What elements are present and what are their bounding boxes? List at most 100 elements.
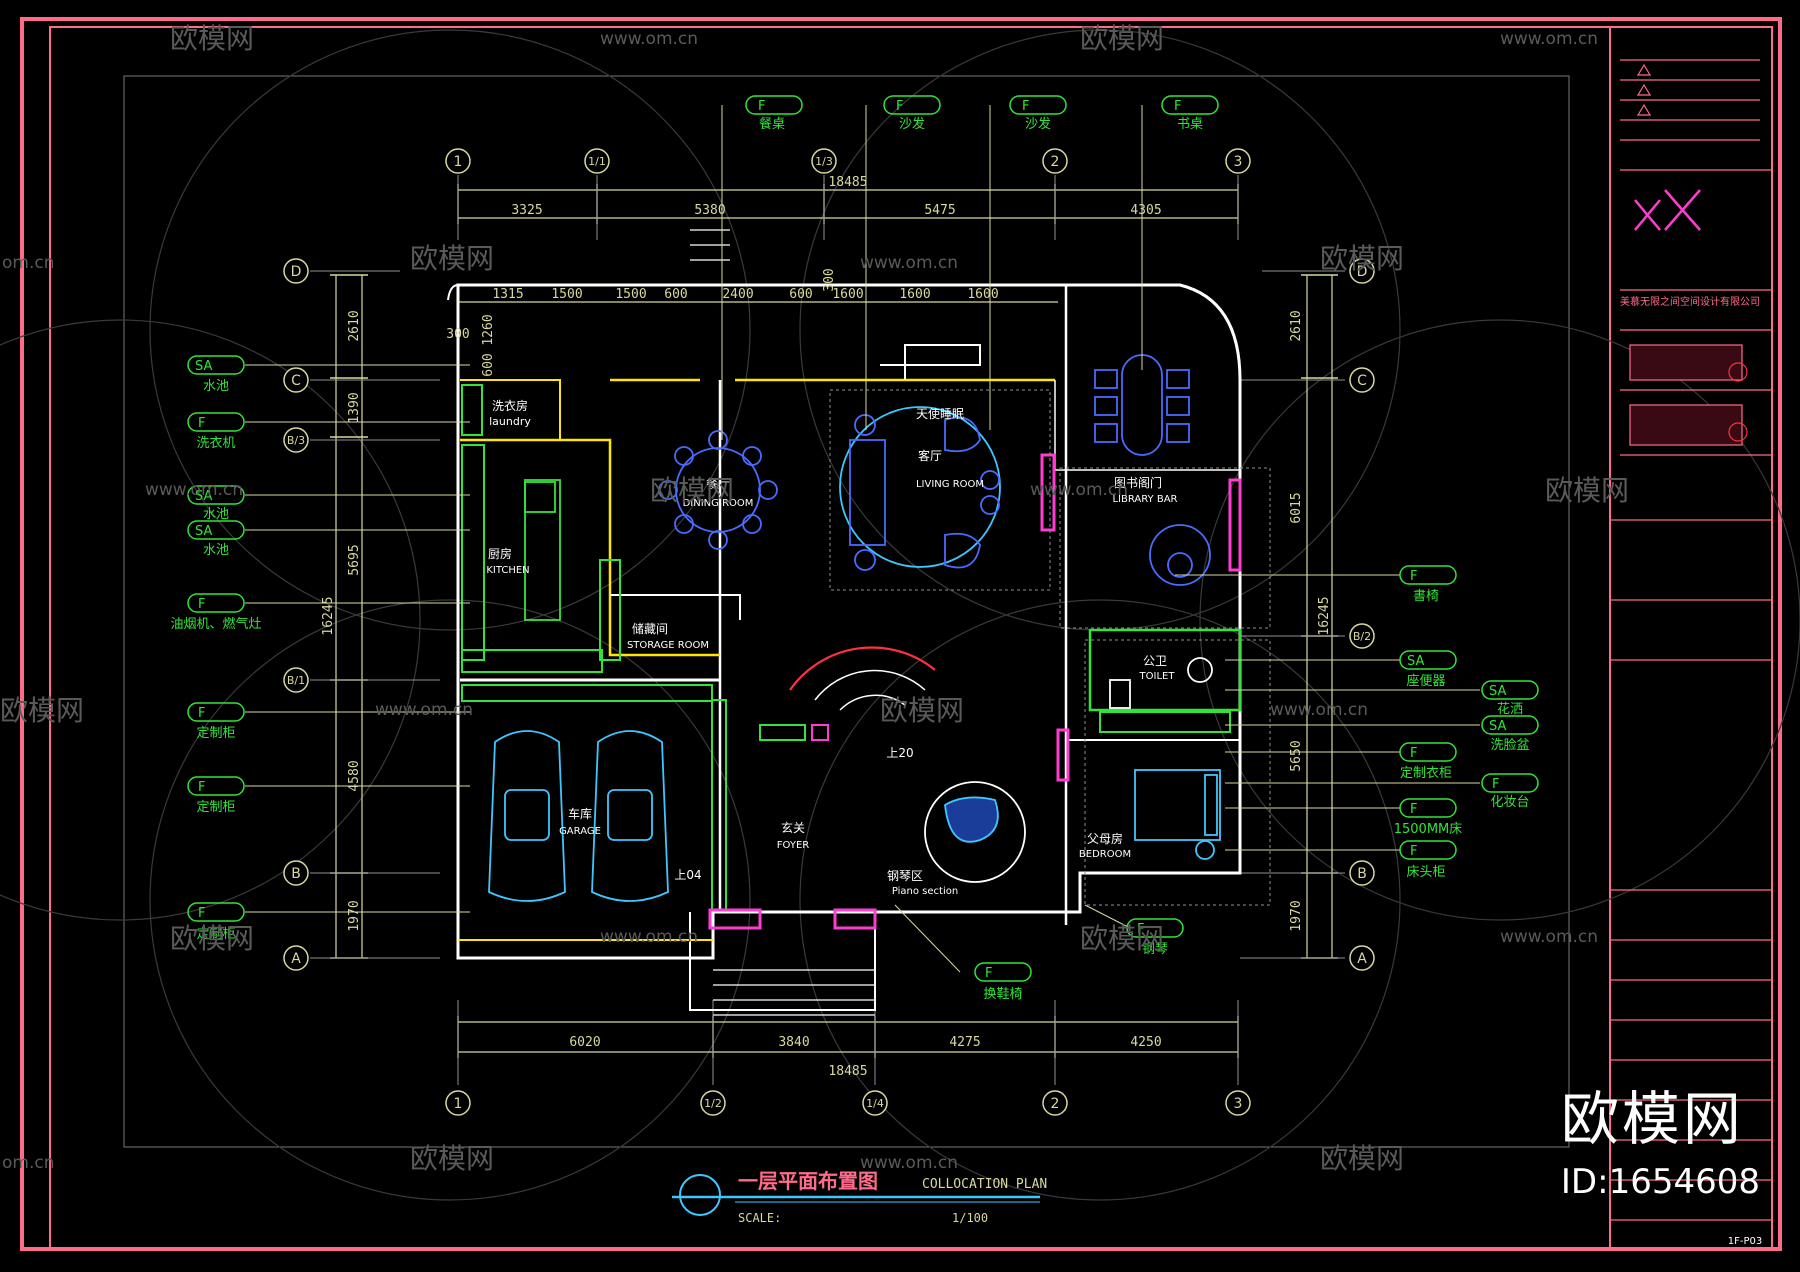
watermark-url: om.cn — [2, 253, 55, 273]
dim-left: 1970 — [347, 900, 362, 931]
dim-top-seg: 5475 — [924, 203, 955, 218]
dim-top-seg: 5380 — [694, 203, 725, 218]
svg-text:F: F — [1410, 802, 1417, 817]
watermark-logo: 欧模网 — [170, 22, 254, 55]
dim-right: 2610 — [1289, 310, 1304, 341]
room-label-en: BEDROOM — [1079, 849, 1131, 860]
svg-text:水池: 水池 — [203, 507, 229, 522]
watermark-url: www.om.cn — [600, 927, 698, 947]
title-block — [1610, 59, 1772, 1221]
fixture-tag: SA 水池 — [187, 520, 245, 558]
grid-bubble-top: 2 — [1042, 148, 1068, 174]
room-label-cn: 车库 — [568, 806, 592, 821]
grid-axis-lines — [310, 175, 1345, 1085]
svg-text:F: F — [198, 706, 205, 721]
room-label-cn: 客厅 — [918, 448, 942, 463]
furniture-tag: F 换鞋椅 — [974, 962, 1032, 1002]
watermark-url: www.om.cn — [145, 480, 243, 500]
svg-text:水池: 水池 — [203, 379, 229, 394]
dim-bottom-total: 18485 — [828, 1064, 867, 1079]
dim-inner: 1600 — [832, 287, 863, 302]
svg-text:定制衣柜: 定制衣柜 — [1400, 765, 1452, 781]
grid-bubble-bottom: 1/2 — [700, 1090, 726, 1116]
library-table-icon — [1094, 354, 1190, 456]
svg-text:F: F — [1174, 99, 1181, 114]
dim-right: 5650 — [1289, 740, 1304, 771]
dim-bottom-seg: 3840 — [778, 1035, 809, 1050]
svg-text:SA: SA — [195, 524, 212, 539]
kitchen-island-icon — [524, 479, 561, 621]
svg-text:油烟机、燃气灶: 油烟机、燃气灶 — [170, 616, 261, 632]
svg-text:C: C — [1357, 373, 1367, 389]
scale-label: SCALE: — [738, 1211, 781, 1225]
watermark-url: www.om.cn — [1500, 29, 1598, 49]
room-label-cn: 天使睡眠 — [916, 406, 964, 421]
dim-right: 1970 — [1289, 900, 1304, 931]
room-label-en: STORAGE ROOM — [627, 640, 709, 651]
svg-text:餐桌: 餐桌 — [759, 116, 785, 132]
grid-bubble-left: C — [283, 367, 309, 393]
room-label-cn: 父母房 — [1087, 831, 1123, 846]
svg-text:F: F — [758, 99, 765, 114]
svg-text:SA: SA — [1407, 654, 1424, 669]
svg-text:书桌: 书桌 — [1177, 117, 1203, 132]
room-label-en: laundry — [489, 415, 531, 428]
dim-misc: 300 — [446, 327, 469, 342]
dim-bottom-seg: 4250 — [1130, 1035, 1161, 1050]
furniture-tag: F 定制柜 — [187, 902, 245, 942]
watermark-logo: 欧模网 — [410, 1142, 494, 1175]
dim-left: 4580 — [347, 760, 362, 791]
drawing-title-cn: 一层平面布置图 — [738, 1169, 878, 1193]
spiral-stair-icon — [759, 646, 936, 741]
scale-value: 1/100 — [952, 1211, 988, 1225]
dim-misc: 1260 — [481, 314, 496, 345]
svg-text:F: F — [198, 780, 205, 795]
furniture-tag: F 油烟机、燃气灶 — [170, 593, 262, 632]
room-label-en: Piano section — [892, 886, 958, 897]
svg-text:花洒: 花洒 — [1497, 701, 1523, 717]
sheet-frame — [20, 17, 1782, 1251]
svg-text:洗脸盆: 洗脸盆 — [1490, 738, 1529, 753]
svg-text:F: F — [1410, 844, 1417, 859]
svg-text:B/3: B/3 — [287, 434, 305, 447]
svg-text:座便器: 座便器 — [1406, 674, 1445, 689]
svg-text:F: F — [1410, 569, 1417, 584]
piano-icon — [924, 781, 1026, 883]
svg-text:B/2: B/2 — [1353, 630, 1371, 643]
furniture-tag: F 钢琴 — [1126, 918, 1184, 957]
furniture-tag: F 书桌 — [1161, 95, 1219, 132]
drawing-number: 1F-P03 — [1728, 1236, 1762, 1247]
grid-bubble-bottom: 1 — [445, 1090, 471, 1116]
grid-bubble-right: D — [1349, 258, 1375, 284]
grid-bubble-right: B — [1349, 860, 1375, 886]
grid-bubble-bottom: 3 — [1225, 1090, 1251, 1116]
dim-left: 5695 — [347, 544, 362, 575]
dim-inner: 1600 — [899, 287, 930, 302]
grid-bubble-top: 1/1 — [584, 148, 610, 174]
furniture-tag: F 沙发 — [883, 95, 941, 132]
svg-text:洗衣机: 洗衣机 — [196, 435, 235, 451]
grid-bubble-right: C — [1349, 367, 1375, 393]
room-label-en: LIBRARY BAR — [1112, 494, 1177, 505]
fixture-tag: SA 花洒 — [1481, 680, 1539, 717]
svg-text:床头柜: 床头柜 — [1406, 865, 1445, 880]
svg-text:SA: SA — [195, 359, 212, 374]
dim-right-total: 16245 — [1317, 596, 1332, 635]
room-label-cn: 餐厅 — [706, 476, 730, 491]
svg-text:B/1: B/1 — [287, 674, 305, 687]
grid-bubble-top: 3 — [1225, 148, 1251, 174]
svg-text:SA: SA — [1489, 684, 1506, 699]
furniture-tag: F 床头柜 — [1399, 840, 1457, 880]
grid-bubble-right: B/2 — [1349, 623, 1375, 649]
svg-text:水池: 水池 — [203, 543, 229, 558]
lounge-chair-icon — [1149, 524, 1211, 586]
living-sofa-icon — [839, 406, 1001, 571]
svg-text:F: F — [896, 99, 903, 114]
svg-text:化妆台: 化妆台 — [1490, 795, 1529, 810]
furniture-tag: F 定制衣柜 — [1399, 742, 1457, 781]
corner-watermark: 欧模网 ID:1654608 — [1561, 1072, 1760, 1202]
fixture-tag: SA 洗脸盆 — [1481, 715, 1539, 753]
svg-text:F: F — [1022, 99, 1029, 114]
room-label-cn: 洗衣房 — [492, 398, 528, 413]
grid-bubble-bottom: 1/4 — [862, 1090, 888, 1116]
